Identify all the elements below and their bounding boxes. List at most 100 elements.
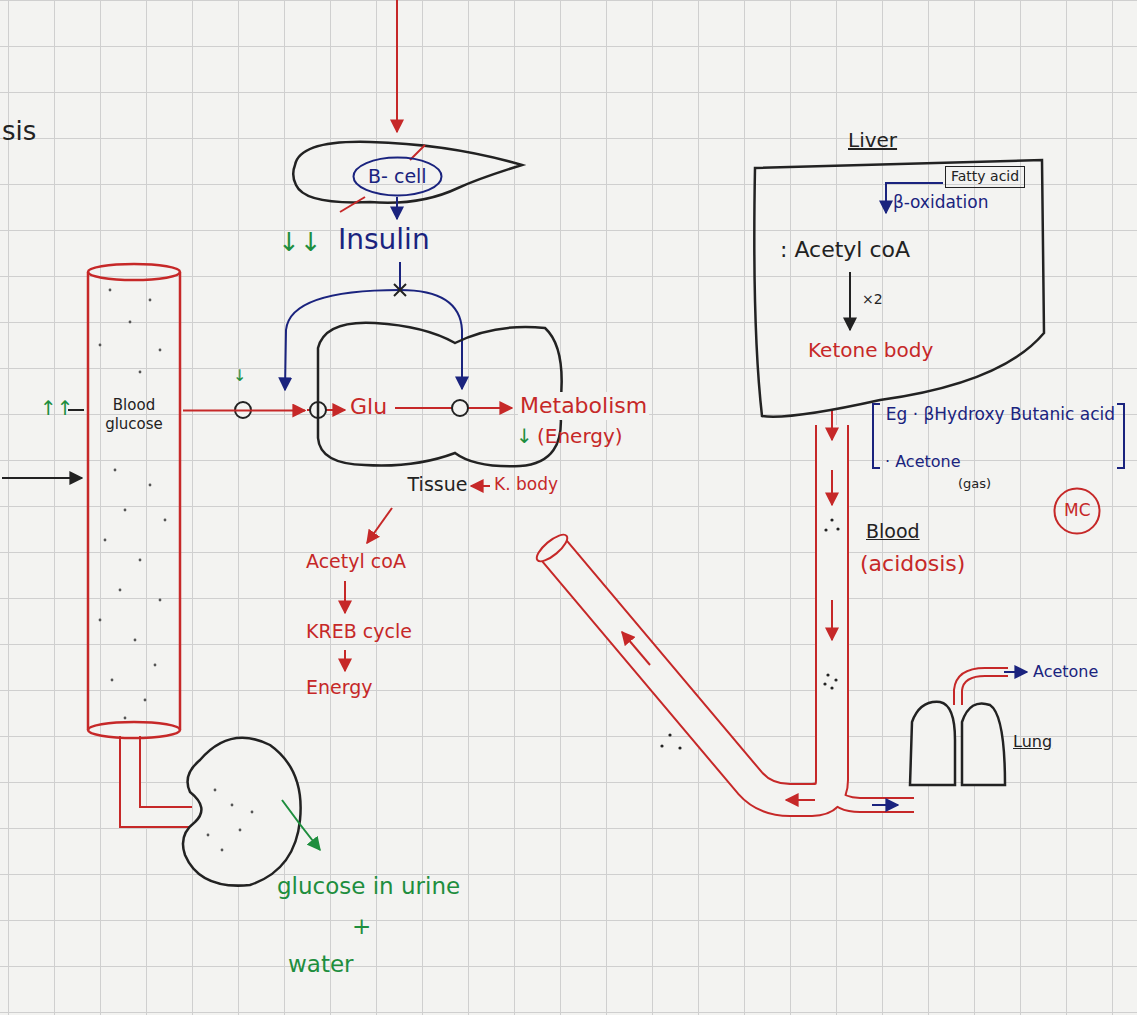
pancreas <box>396 197 398 219</box>
liver-organ-outline <box>754 160 1044 417</box>
urine-label: water <box>288 950 354 979</box>
lungs <box>910 672 1027 785</box>
kidney <box>207 834 210 837</box>
blood-particles <box>164 519 167 522</box>
lungs <box>958 672 1008 705</box>
pancreas <box>293 142 522 203</box>
vessel-rim <box>88 264 180 280</box>
hormone-label: Insulin <box>338 222 430 257</box>
fluid-label: Blood <box>866 520 920 544</box>
pancreas <box>340 197 365 212</box>
blood-vessel-loop <box>834 678 837 681</box>
kidney <box>130 736 192 817</box>
pancreas <box>396 0 398 132</box>
blood-particles <box>124 717 127 720</box>
kidney <box>239 829 242 832</box>
blood-vessel-loop <box>823 682 826 685</box>
blood-particles <box>129 321 132 324</box>
blood-vessel-loop <box>533 530 571 565</box>
organ-heading: Liver <box>848 128 897 153</box>
kidney <box>251 811 254 814</box>
blood-particles <box>149 299 152 302</box>
blood-particles <box>111 679 114 682</box>
blood-vessel: Blood glucose <box>85 262 183 742</box>
tissue-pathway-arrows <box>345 486 490 671</box>
title-fragment: sis <box>2 115 36 148</box>
blood-particles <box>99 344 102 347</box>
pathway-label: KREB cycle <box>306 620 412 644</box>
blood-vessel-loop <box>831 600 833 640</box>
lungs <box>910 702 955 785</box>
lungs <box>958 672 1008 705</box>
product-label: Energy <box>306 676 373 700</box>
mc-circle: MC <box>1053 487 1101 535</box>
blood-vessel-loop <box>836 527 839 530</box>
blood-particles <box>99 289 167 720</box>
liver-arrows <box>849 272 851 330</box>
blood-particles <box>99 619 102 622</box>
kidney <box>214 789 217 792</box>
blood-vessel-loop <box>872 804 898 806</box>
blood-particles <box>139 371 142 374</box>
b-cell-ellipse-outline <box>354 158 442 196</box>
fatty-acid-box: Fatty acid <box>945 166 1025 188</box>
blood-vessel-loop <box>533 410 914 805</box>
product-label: (Energy) <box>537 424 623 449</box>
blood-vessel-loop <box>830 686 833 689</box>
tissue-pathway-arrows <box>367 508 392 543</box>
cell-name: B- cell <box>368 165 427 189</box>
tissue-pathway-arrows <box>471 485 490 487</box>
liver-organ: Liver β-oxidation : Acetyl coA ×2Ketone bod… <box>750 128 1050 428</box>
metabolite-text: : Acetyl coA <box>780 236 910 264</box>
process-text: β-oxidation <box>893 192 988 213</box>
kidney <box>221 849 224 852</box>
process-label: Metabolism <box>518 392 649 420</box>
kidney <box>183 738 301 886</box>
kidney <box>231 804 234 807</box>
state-note: (gas) <box>958 476 991 492</box>
metabolite-text: Ketone body <box>808 338 933 363</box>
kidney <box>130 736 320 886</box>
plus-sign: + <box>352 912 371 941</box>
blood-particles <box>109 289 112 292</box>
blood-vessel-loop <box>786 799 815 801</box>
brackets <box>873 404 880 468</box>
mc-circle-outline <box>1055 489 1100 534</box>
blood-particles <box>159 349 162 352</box>
decrease-arrow: ↓ <box>516 424 533 449</box>
metabolite-text: Fatty acid <box>951 168 1019 186</box>
tissue-pathway-arrows <box>344 650 346 671</box>
lungs <box>962 703 1005 785</box>
blood-vessel-loop <box>824 528 827 531</box>
example-note: Eg · βHydroxy Butanic acid <box>885 404 1115 425</box>
blood-particles <box>104 539 107 542</box>
increase-arrows: ↑↑ <box>40 396 74 421</box>
glucose-text: Glu <box>350 393 387 421</box>
urine-label: glucose in urine <box>277 872 460 901</box>
blood-vessel-loop <box>660 518 839 749</box>
multiplier-text: ×2 <box>862 291 883 309</box>
blood-vessel-loop <box>660 744 663 747</box>
blood-vessel-loop <box>552 425 832 800</box>
insulin-branches <box>399 262 401 290</box>
insulin-branches <box>285 262 462 390</box>
metabolite-label: Acetyl coA <box>306 550 406 574</box>
blood-particles <box>124 509 127 512</box>
kidney <box>282 800 320 850</box>
kidney <box>130 736 192 817</box>
vessel-label: Blood glucose <box>85 396 183 434</box>
blood-vessel-loop <box>831 410 833 440</box>
blood-vessel-loop <box>830 518 833 521</box>
blood-particles <box>114 469 117 472</box>
blood-vessel-loop <box>831 470 833 505</box>
vessel-wall <box>88 272 180 730</box>
tissue-pathway-arrows <box>344 581 346 613</box>
blood-vessel-loop <box>678 746 681 749</box>
blood-vessel-loop <box>622 632 650 665</box>
blood-particles <box>139 559 142 562</box>
glucose-uptake <box>452 400 468 416</box>
example-note: · Acetone <box>885 452 961 472</box>
blood-particles <box>144 699 147 702</box>
glucose-input <box>2 477 82 479</box>
